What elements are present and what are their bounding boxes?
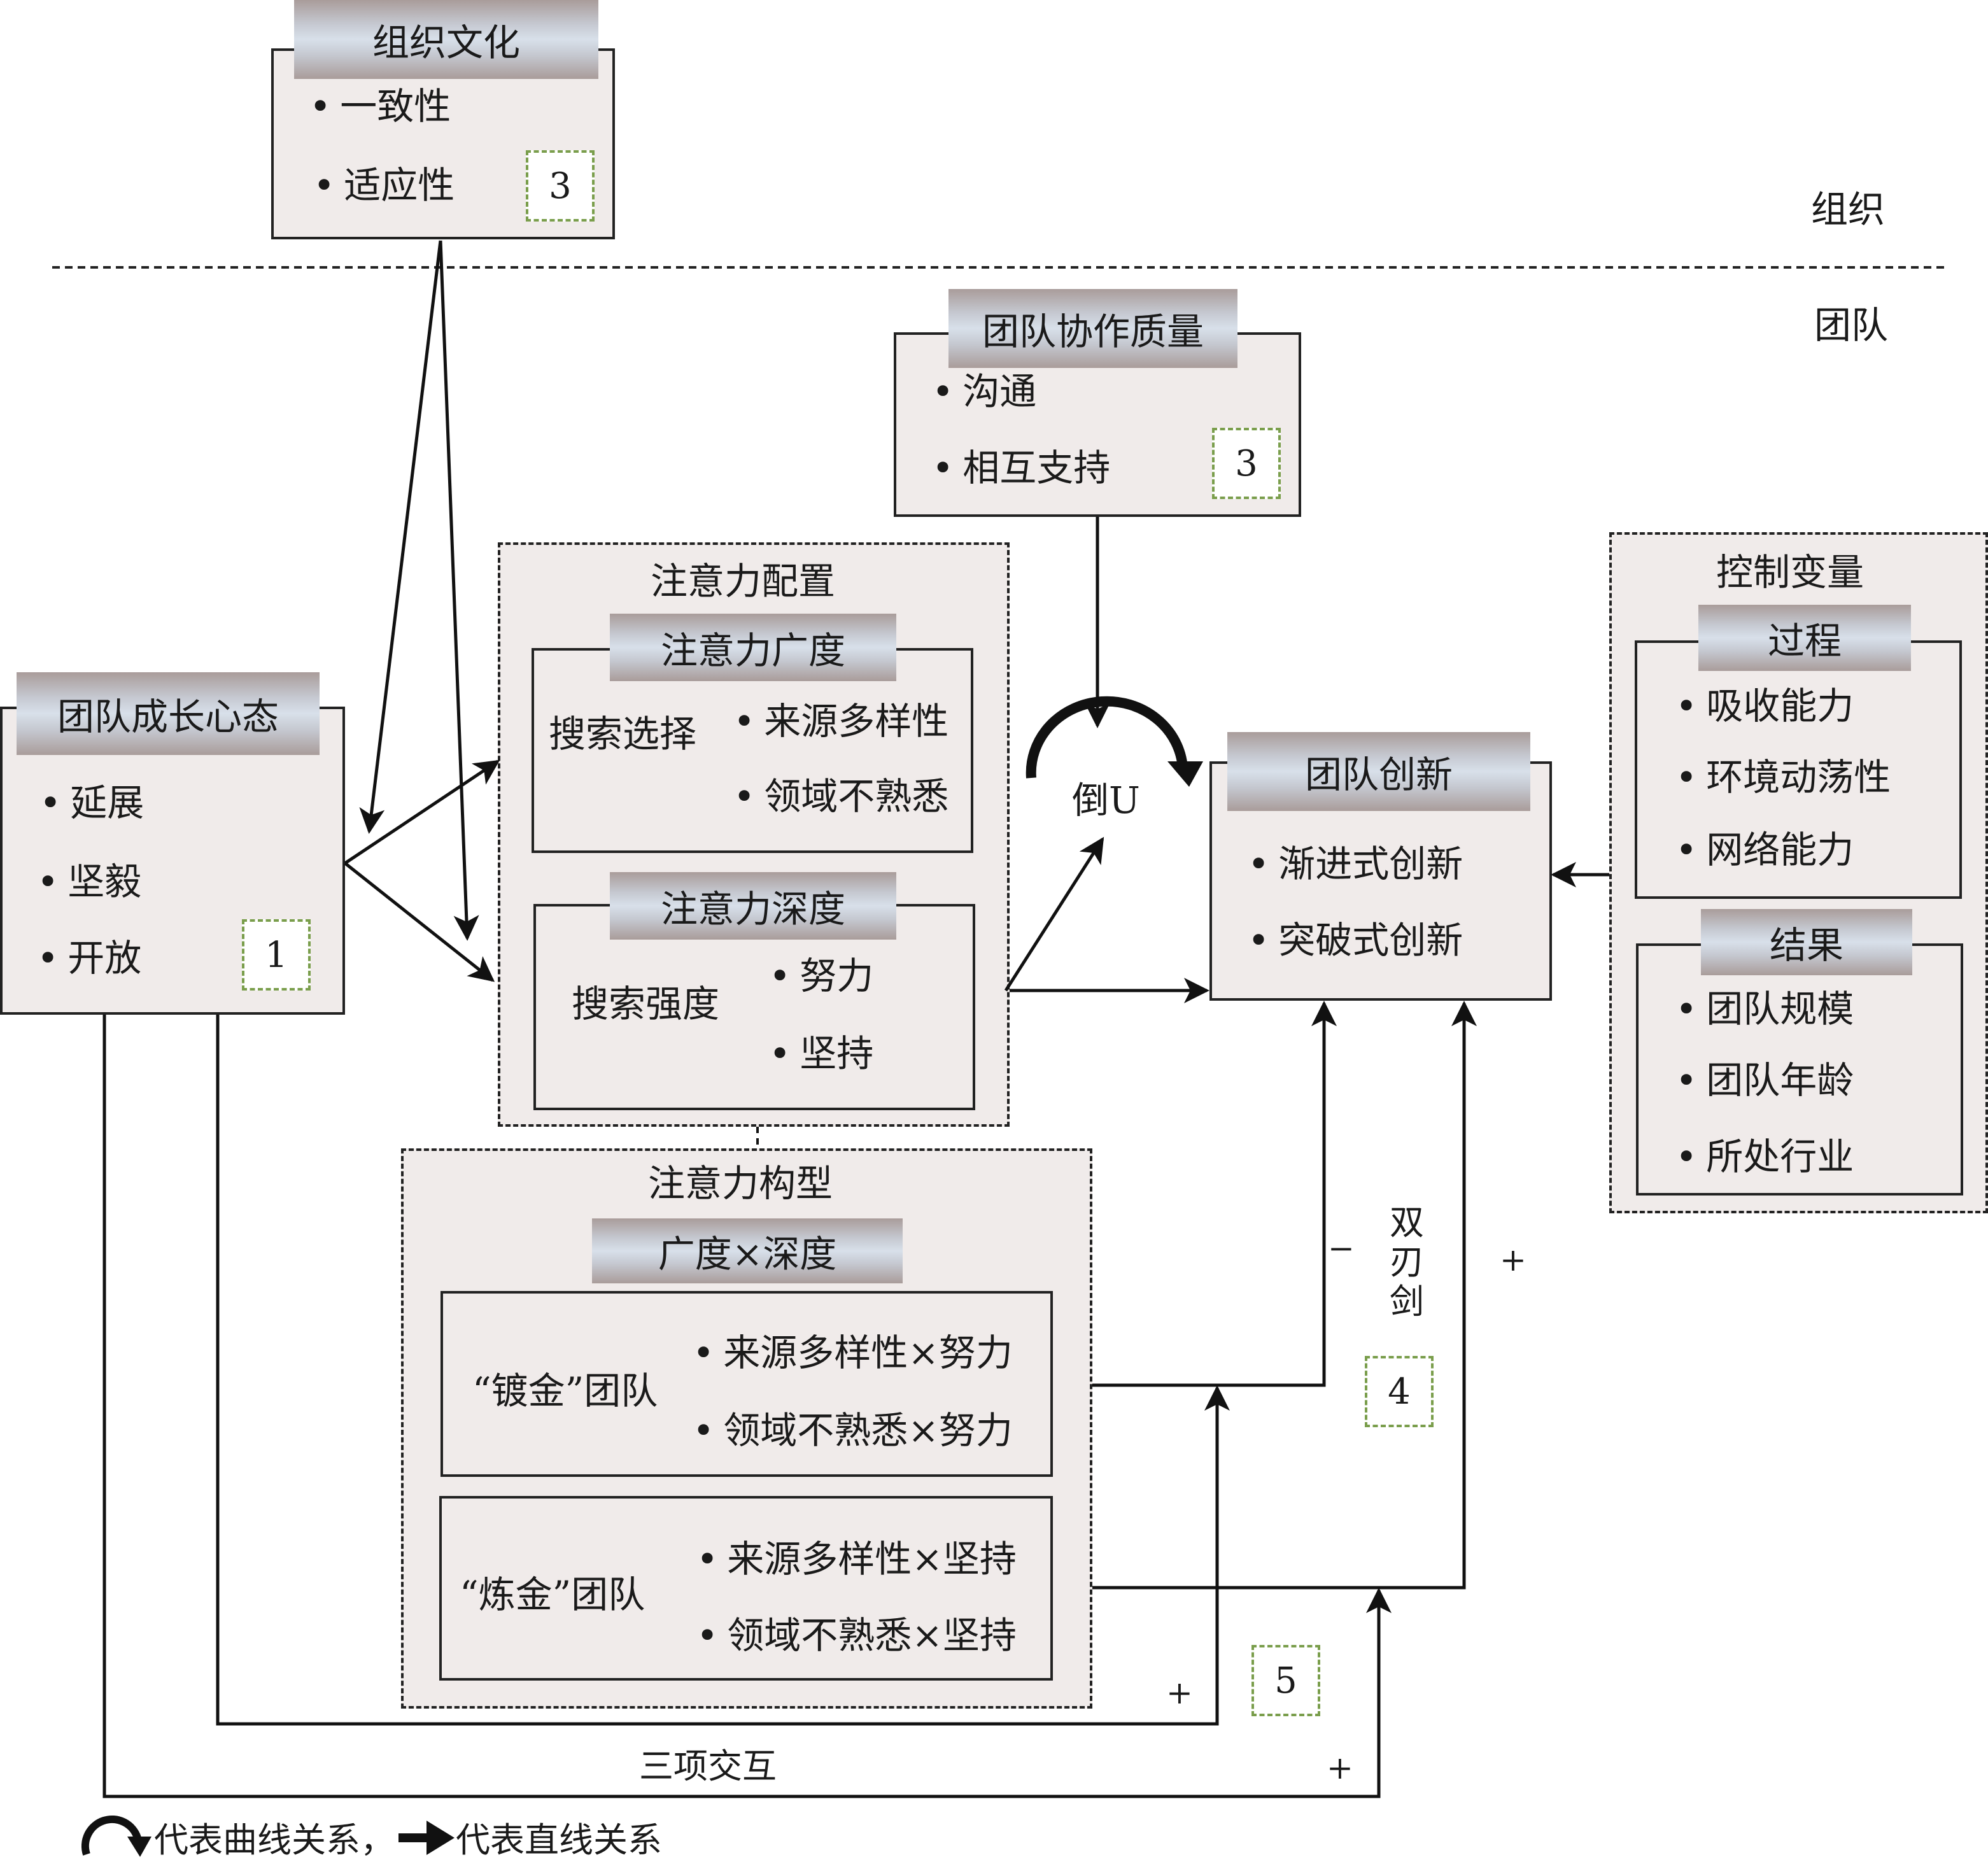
innovation-item: 渐进式创新 <box>1248 845 1463 882</box>
double-edged-label: 双刃剑 <box>1390 1203 1424 1322</box>
controls-title: 控制变量 <box>1716 551 1865 594</box>
search-intensity-label: 搜索强度 <box>572 982 720 1026</box>
legend-curve-text: 代表曲线关系， <box>154 1820 395 1860</box>
gilded-team-item: 领域不熟悉×努力 <box>693 1412 1013 1449</box>
depth-item: 努力 <box>769 957 873 994</box>
arrow-refined-to-innovation <box>1092 1001 1477 1590</box>
collab-quality-item: 沟通 <box>932 373 1036 410</box>
arrow-mindset-three-way <box>102 1015 1392 1798</box>
collab-quality-title: 团队协作质量 <box>948 289 1237 368</box>
controls-process-title: 过程 <box>1698 605 1911 671</box>
innovation-item: 突破式创新 <box>1248 922 1463 959</box>
minus-sign: − <box>1328 1230 1355 1267</box>
arrow-mindset-to-breadth <box>344 759 500 865</box>
refined-team-label: “炼金”团队 <box>460 1573 645 1616</box>
attention-configuration-title: 注意力构型 <box>648 1162 833 1205</box>
attention-configuration-subtitle: 广度×深度 <box>592 1218 903 1283</box>
breadth-item: 领域不熟悉 <box>733 778 948 815</box>
arrow-mindset-to-depth <box>344 862 495 982</box>
arrow-allocation-to-curve <box>1004 836 1104 992</box>
three-way-interaction-label: 三项交互 <box>639 1746 777 1786</box>
legend: 代表曲线关系， 代表直线关系 <box>80 1812 662 1862</box>
path-marker-4: 4 <box>1365 1356 1434 1427</box>
path-marker-1: 1 <box>242 919 311 991</box>
path-marker-5: 5 <box>1251 1645 1320 1716</box>
plus-sign: + <box>1500 1241 1526 1278</box>
org-culture-item: 适应性 <box>313 167 455 204</box>
team-innovation-title: 团队创新 <box>1227 732 1530 811</box>
control-outcome-item: 团队年龄 <box>1675 1062 1854 1099</box>
path-marker-3: 3 <box>1212 428 1281 499</box>
control-process-item: 吸收能力 <box>1675 688 1854 724</box>
control-outcome-item: 所处行业 <box>1675 1138 1854 1175</box>
control-process-item: 网络能力 <box>1675 831 1854 868</box>
growth-mindset-title: 团队成长心态 <box>17 672 320 755</box>
level-label-team: 团队 <box>1814 304 1889 347</box>
growth-mindset-item: 开放 <box>37 940 141 977</box>
straight-arrow-icon <box>398 1820 455 1855</box>
control-process-item: 环境动荡性 <box>1675 759 1891 796</box>
attention-allocation-title: 注意力配置 <box>651 560 836 603</box>
attention-breadth-box <box>532 648 973 853</box>
org-culture-title: 组织文化 <box>294 0 598 79</box>
refined-team-item: 领域不熟悉×坚持 <box>696 1617 1017 1654</box>
curved-arrow-icon <box>81 1815 152 1857</box>
arrow-gilded-to-innovation <box>1092 1001 1337 1387</box>
legend-straight-text: 代表直线关系 <box>456 1820 662 1860</box>
growth-mindset-item: 延展 <box>39 784 144 821</box>
arrow-culture-to-mindset <box>359 240 442 834</box>
controls-outcome-title: 结果 <box>1701 909 1912 975</box>
collab-quality-item: 相互支持 <box>932 449 1110 486</box>
org-culture-item: 一致性 <box>309 88 451 125</box>
arrow-culture-to-attention <box>439 240 479 941</box>
depth-item: 坚持 <box>769 1035 873 1072</box>
path-marker-3: 3 <box>526 150 595 222</box>
inverted-u-curve-icon <box>1026 696 1188 779</box>
gilded-team-item: 来源多样性×努力 <box>693 1334 1013 1371</box>
plus-sign: + <box>1327 1749 1353 1786</box>
breadth-item: 来源多样性 <box>733 703 948 740</box>
arrow-mindset-moderates-gilded <box>216 1015 1230 1726</box>
control-outcome-item: 团队规模 <box>1675 991 1854 1027</box>
search-selection-label: 搜索选择 <box>549 712 697 756</box>
attention-breadth-title: 注意力广度 <box>610 614 896 681</box>
gilded-team-label: “镀金”团队 <box>472 1369 658 1413</box>
inverted-u-label: 倒U <box>1072 779 1140 822</box>
inverted-u-arrowhead <box>1167 761 1203 787</box>
growth-mindset-item: 坚毅 <box>37 863 141 900</box>
plus-sign: + <box>1166 1674 1193 1711</box>
level-label-organization: 组织 <box>1811 188 1886 231</box>
refined-team-item: 来源多样性×坚持 <box>696 1541 1017 1577</box>
attention-depth-title: 注意力深度 <box>610 872 896 940</box>
